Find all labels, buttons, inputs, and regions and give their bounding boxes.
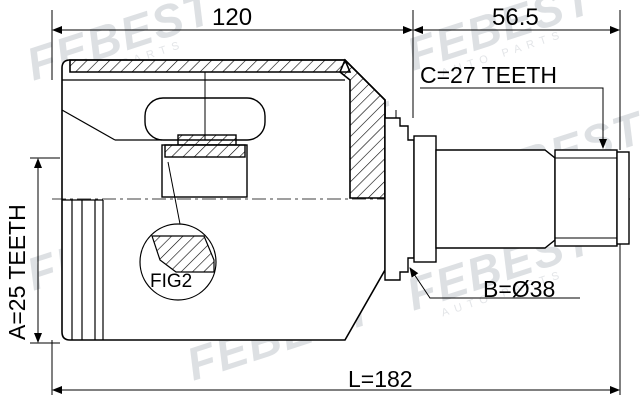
dim-label-total-length: L=182	[348, 366, 413, 392]
dim-label-shaft-length: 56.5	[492, 4, 539, 31]
label-inner-teeth: A=25 TEETH	[4, 204, 30, 340]
shaft-body	[435, 149, 556, 249]
detail-leader	[167, 161, 181, 225]
spider-hatch	[164, 144, 246, 158]
flange	[384, 110, 437, 281]
detail-hatch	[151, 235, 215, 273]
dim-label-body-length: 120	[212, 4, 253, 31]
leader-c	[420, 87, 607, 149]
housing-hatch-top	[69, 59, 352, 73]
flange-collar	[413, 135, 437, 263]
tripod-roller	[144, 72, 266, 198]
callout-leaders	[409, 87, 607, 299]
housing-hatch-right	[339, 58, 386, 199]
label-seal-diameter: B=Ø38	[483, 276, 556, 302]
roller-shaft	[177, 134, 237, 146]
flange-profile	[384, 117, 415, 281]
spline-section	[554, 149, 618, 247]
dimension-lines	[34, 26, 620, 394]
label-outer-teeth: C=27 TEETH	[420, 62, 557, 88]
shaft-end	[616, 151, 630, 245]
shaft	[435, 149, 630, 249]
fig2-detail	[139, 161, 217, 301]
leader-b	[409, 267, 490, 299]
label-fig2: FIG2	[150, 271, 193, 292]
